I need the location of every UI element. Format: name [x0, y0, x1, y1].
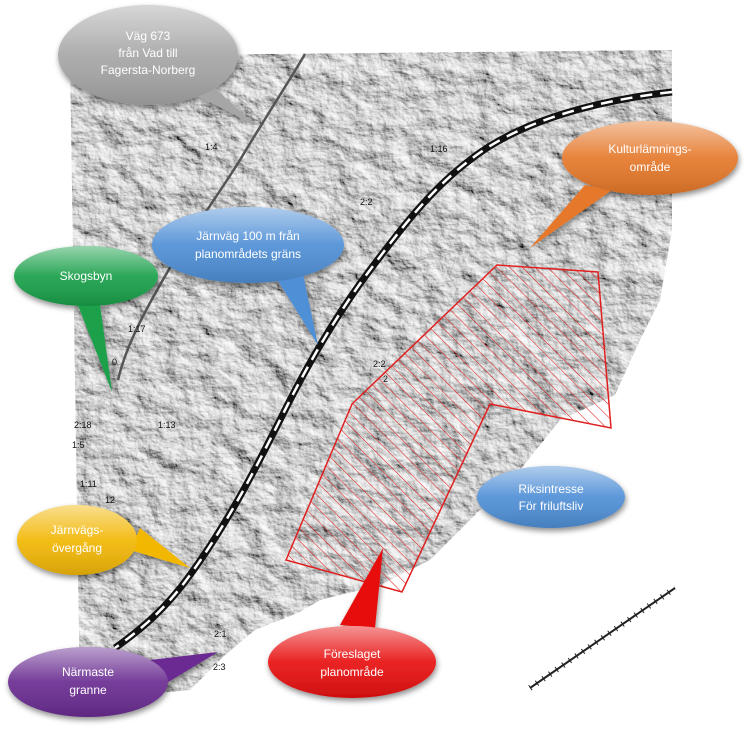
callout-road-line-1: Väg 673 — [126, 29, 171, 43]
map-label: 1:13 — [158, 420, 176, 430]
map-label: 2:2 — [360, 197, 373, 207]
callout-road-line-3: Fagersta-Norberg — [101, 63, 196, 77]
map-labels: 1:4 1:16 1:17 0 2:18 1:13 1:5 1:11 12 2:… — [72, 142, 448, 672]
callout-crossing-line-2: övergång — [52, 541, 102, 555]
riksintresse-line-1: Riksintresse — [518, 482, 584, 496]
callout-proposed-plan-area[interactable]: Föreslaget planområde — [268, 548, 436, 698]
map-label: 12 — [105, 495, 115, 505]
map-label: 2:1 — [214, 629, 227, 639]
callout-railway-line-1: Järnväg 100 m från — [196, 229, 299, 243]
callout-railway-crossing[interactable]: Järnvägs- övergång — [17, 505, 190, 575]
callout-skogsbyn-line-1: Skogsbyn — [60, 269, 113, 283]
callout-crossing-line-1: Järnvägs- — [51, 523, 104, 537]
callout-kulturlamning-line-2: område — [630, 160, 671, 174]
callout-road-673[interactable]: Väg 673 från Vad till Fagersta-Norberg — [58, 5, 255, 125]
map-label: 2:18 — [74, 420, 92, 430]
map-label: 2:2 — [373, 359, 386, 369]
callout-neighbour-line-2: granne — [69, 683, 107, 697]
map-label: 1:16 — [430, 144, 448, 154]
map-label: 2 — [383, 374, 388, 384]
callout-kulturlamning[interactable]: Kulturlämnings- område — [530, 121, 738, 248]
map-label: 1:11 — [80, 479, 97, 489]
railway-line — [112, 88, 673, 651]
callout-neighbour-line-1: Närmaste — [62, 665, 114, 679]
callout-road-line-2: från Vad till — [118, 46, 177, 60]
callout-railway[interactable]: Järnväg 100 m från planområdets gräns — [152, 207, 344, 345]
label-riksintresse[interactable]: Riksintresse För friluftsliv — [477, 466, 625, 528]
plan-area-polygon[interactable] — [284, 264, 612, 593]
map-label: 1:5 — [72, 440, 85, 450]
scale-bar — [528, 585, 677, 691]
map-label: 0 — [112, 357, 117, 367]
map-label: 2:3 — [213, 662, 226, 672]
map-label: 1:4 — [205, 142, 218, 152]
callout-skogsbyn[interactable]: Skogsbyn — [14, 246, 158, 392]
callout-kulturlamning-line-1: Kulturlämnings- — [608, 142, 691, 156]
callout-plan-area-line-2: planområde — [320, 665, 384, 679]
map-label: 1:17 — [128, 324, 146, 334]
callout-plan-area-line-1: Föreslaget — [324, 647, 381, 661]
riksintresse-line-2: För friluftsliv — [519, 499, 584, 513]
callout-nearest-neighbour[interactable]: Närmaste granne — [8, 647, 218, 717]
callout-railway-line-2: planområdets gräns — [195, 247, 301, 261]
